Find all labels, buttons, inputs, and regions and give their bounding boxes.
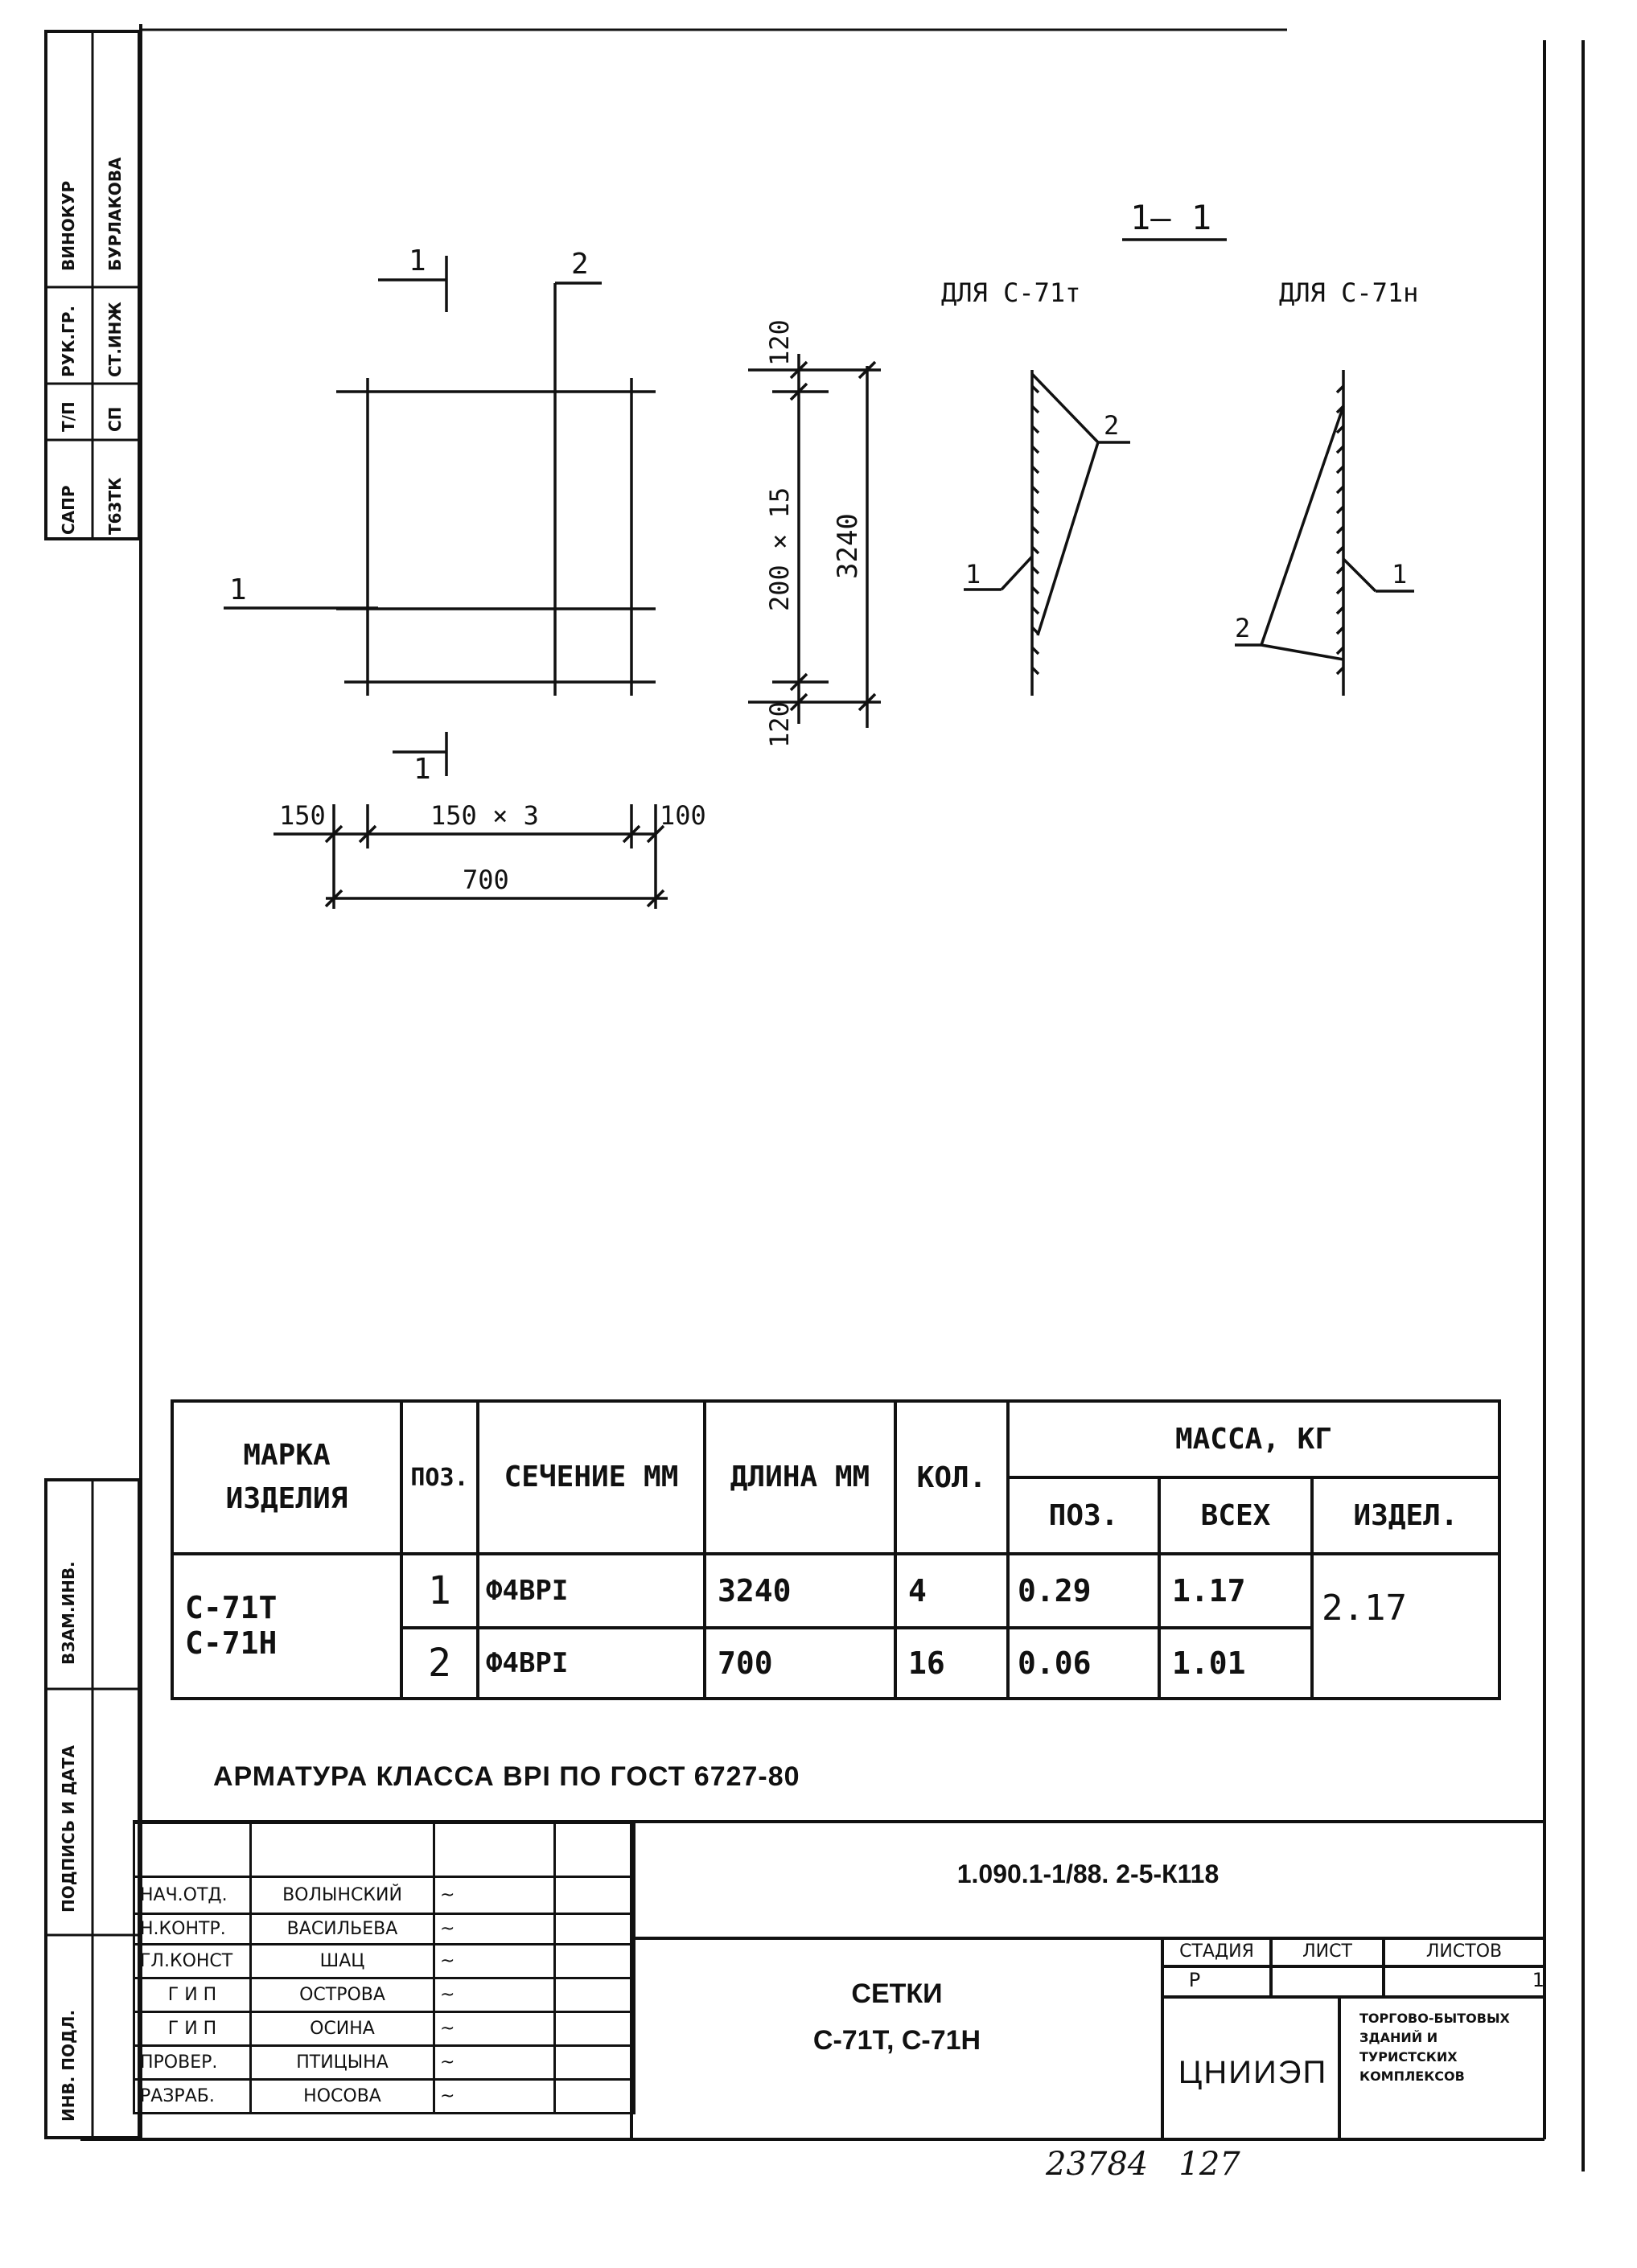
row2-section: Ф4ВРI [476,1626,706,1700]
signature-2: ~ [433,1943,556,1979]
mass-item-value: 2.17 [1310,1552,1501,1700]
staff-name-1: ВАСИЛЬЕВА [249,1913,435,1945]
staff-name-0: ВОЛЫНСКИЙ [249,1876,435,1915]
signature-3: ~ [433,1977,556,2013]
row2-length: 700 [703,1626,897,1700]
header-mass-item: ИЗДЕЛ. [1310,1476,1501,1555]
row2-pos: 2 [400,1626,479,1700]
pos-left-label: 1 [229,573,247,606]
section-t-pos-b: 1 [965,559,981,590]
section-n-view [1235,370,1414,696]
staff-role-2: ГЛ.КОНСТ [133,1943,252,1979]
reinforcement-note: АРМАТУРА КЛАССА ВРI ПО ГОСТ 6727-80 [213,1761,800,1792]
staff-role-5: ПРОВЕР. [133,2044,252,2081]
staff-name-6: НОСОВА [249,2078,435,2114]
doc-code: 1.090.1-1/88. 2-5-К118 [956,1859,1220,1888]
mark-line-2: С-71Н [185,1625,278,1661]
side-stamp-top: САПР Т/П РУК.ГР. ВИНОКУР Т63ТК СП СТ.ИНЖ… [44,30,141,540]
header-mass: МАССА, КГ [1006,1399,1501,1479]
header-count: КОЛ. [894,1399,1010,1555]
signature-0: ~ [433,1876,556,1915]
staff-name-4: ОСИНА [249,2011,435,2047]
dim-v-bottom: 120 [764,701,795,748]
dim-v-top: 120 [764,319,795,366]
section-title: 1— 1 [1130,198,1211,237]
org-name: ЦНИИЭП [1178,2055,1328,2090]
stage-value: Р [1188,1969,1201,1991]
row1-pos: 1 [400,1552,479,1629]
header-mass-all: ВСЕХ [1158,1476,1314,1555]
staff-name-3: ОСТРОВА [249,1977,435,2013]
title-line-2: С-71Т, С-71Н [812,2025,981,2056]
side-stamp-bottom: ВЗАМ.ИНВ. ПОДПИСЬ И ДАТА ИНВ. ПОДЛ. [44,1478,141,2139]
section-n-pos-a: 1 [1392,559,1407,590]
row2-count: 16 [894,1626,1010,1700]
dim-total: 700 [463,865,509,895]
spec-table: МАРКА ИЗДЕЛИЯ ПОЗ. СЕЧЕНИЕ ММ ДЛИНА ММ К… [171,1399,1501,1700]
row1-count: 4 [894,1552,1010,1629]
section-t-label: ДЛЯ С-71т [941,277,1080,308]
signature-1: ~ [433,1913,556,1945]
sheets-value: 1 [1532,1969,1544,1991]
pos-top-label: 2 [571,248,589,281]
dim-v-total: 3240 [832,513,864,579]
header-mark: МАРКА ИЗДЕЛИЯ [171,1399,403,1555]
staff-role-3: Г И П [133,1977,252,2013]
header-mass-pos: ПОЗ. [1006,1476,1161,1555]
section-t-pos-a: 2 [1104,410,1119,441]
stage-header: СТАДИЯ [1179,1941,1254,1962]
row1-mass-pos: 0.29 [1006,1552,1161,1629]
dim-mid: 150 × 3 [430,800,539,831]
staff-name-2: ШАЦ [249,1943,435,1979]
archive-number: 23784 127 [1046,2146,1240,2183]
staff-role-1: Н.КОНТР. [133,1913,252,1945]
staff-role-6: РАЗРАБ. [133,2078,252,2114]
signature-6: ~ [433,2078,556,2114]
staff-role-0: НАЧ.ОТД. [133,1876,252,1915]
row2-mass-pos: 0.06 [1006,1626,1161,1700]
section-n-pos-b: 2 [1235,613,1250,643]
dim-right: 100 [660,800,706,831]
dim-left: 150 [279,800,326,831]
header-length: ДЛИНА ММ [703,1399,897,1555]
dim-v-mid: 200 × 15 [764,487,795,611]
row1-section: Ф4ВРI [476,1552,706,1629]
mark-line-1: С-71Т [185,1590,278,1626]
section-t-view [964,370,1130,696]
staff-role-4: Г И П [133,2011,252,2047]
mark-cell: С-71Т С-71Н [171,1552,403,1700]
plan-view [224,256,881,909]
sheets-header: ЛИСТОВ [1425,1941,1503,1962]
staff-name-5: ПТИЦЫНА [249,2044,435,2081]
staff-table: НАЧ.ОТД. ВОЛЫНСКИЙ ~ Н.КОНТР. ВАСИЛЬЕВА … [133,1822,635,2114]
row1-mass-all: 1.17 [1158,1552,1314,1629]
title-line-1: СЕТКИ [851,1978,943,2009]
header-section: СЕЧЕНИЕ ММ [476,1399,706,1555]
org-subtitle: ТОРГОВО-БЫТОВЫХ ЗДАНИЙ И ТУРИСТСКИХ КОМП… [1359,2011,1510,2084]
section-n-label: ДЛЯ С-71н [1279,277,1418,308]
sheet-header: ЛИСТ [1302,1941,1352,1962]
header-pos: ПОЗ. [400,1399,479,1555]
cut-mark-bottom-label: 1 [413,753,431,786]
row1-length: 3240 [703,1552,897,1629]
signature-5: ~ [433,2044,556,2081]
cut-mark-top-label: 1 [409,244,426,277]
signature-4: ~ [433,2011,556,2047]
row2-mass-all: 1.01 [1158,1626,1314,1700]
